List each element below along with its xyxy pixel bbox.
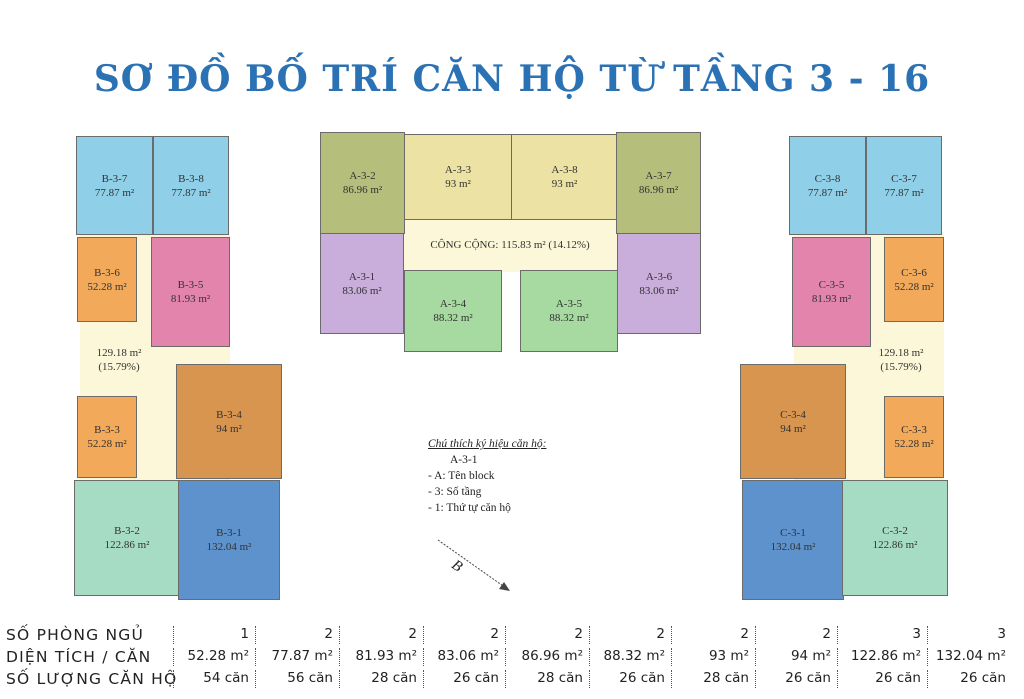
- legend-heading: Chú thích ký hiệu căn hộ:: [428, 438, 547, 450]
- table-cell: 3: [927, 626, 1012, 644]
- table-cell: 2: [339, 626, 423, 644]
- common-area-c-label: 129.18 m² (15.79%): [866, 346, 936, 374]
- common-area-c-size: 129.18 m²: [878, 347, 924, 359]
- table-cell: 28 căn: [339, 670, 423, 688]
- legend-item: - A: Tên block: [428, 470, 495, 482]
- table-cell: 122.86 m²: [837, 648, 927, 666]
- common-area-b-size: 129.18 m²: [96, 347, 142, 359]
- legend: Chú thích ký hiệu căn hộ: A-3-1 - A: Tên…: [428, 436, 546, 516]
- common-area-b-label: 129.18 m² (15.79%): [84, 346, 154, 374]
- arrow-head-icon: [499, 582, 510, 591]
- table-cell: 86.96 m²: [505, 648, 589, 666]
- table-cell: 26 căn: [423, 670, 505, 688]
- table-cell: 54 căn: [173, 670, 255, 688]
- common-area-a: [370, 218, 650, 272]
- compass-line: [437, 539, 507, 589]
- table-cell: 1: [173, 626, 255, 644]
- common-area-b-pct: (15.79%): [98, 361, 140, 373]
- table-cell: 77.87 m²: [255, 648, 339, 666]
- common-area-c-pct: (15.79%): [880, 361, 922, 373]
- table-cell: 26 căn: [589, 670, 671, 688]
- table-cell: 83.06 m²: [423, 648, 505, 666]
- row-label: DIỆN TÍCH / CĂN: [6, 648, 152, 666]
- table-row-area: DIỆN TÍCH / CĂN 52.28 m² 77.87 m² 81.93 …: [0, 646, 1024, 668]
- table-cell: 88.32 m²: [589, 648, 671, 666]
- table-row-bedrooms: SỐ PHÒNG NGỦ 1 2 2 2 2 2 2 2 3 3: [0, 624, 1024, 646]
- table-cell: 26 căn: [837, 670, 927, 688]
- table-cell: 56 căn: [255, 670, 339, 688]
- table-cell: 2: [255, 626, 339, 644]
- row-label: SỐ PHÒNG NGỦ: [6, 626, 145, 644]
- legend-item: - 3: Số tầng: [428, 486, 482, 498]
- compass-label: B: [448, 557, 465, 575]
- table-cell: 28 căn: [671, 670, 755, 688]
- table-cell: 94 m²: [755, 648, 837, 666]
- table-row-count: SỐ LƯỢNG CĂN HỘ 54 căn 56 căn 28 căn 26 …: [0, 668, 1024, 690]
- legend-item: - 1: Thứ tự căn hộ: [428, 502, 511, 514]
- row-label: SỐ LƯỢNG CĂN HỘ: [6, 670, 178, 688]
- table-cell: 26 căn: [927, 670, 1012, 688]
- table-cell: 2: [589, 626, 671, 644]
- table-cell: 132.04 m²: [927, 648, 1012, 666]
- table-cell: 81.93 m²: [339, 648, 423, 666]
- common-area-a-label: CÔNG CỘNG: 115.83 m² (14.12%): [430, 239, 590, 251]
- table-cell: 52.28 m²: [173, 648, 255, 666]
- table-cell: 93 m²: [671, 648, 755, 666]
- summary-table: SỐ PHÒNG NGỦ 1 2 2 2 2 2 2 2 3 3 DIỆN TÍ…: [0, 624, 1024, 690]
- table-cell: 2: [505, 626, 589, 644]
- table-cell: 3: [837, 626, 927, 644]
- table-cell: 2: [423, 626, 505, 644]
- table-cell: 2: [755, 626, 837, 644]
- plan-title: SƠ ĐỒ BỐ TRÍ CĂN HỘ TỪ TẦNG 3 - 16: [93, 58, 931, 100]
- table-cell: 28 căn: [505, 670, 589, 688]
- legend-code: A-3-1: [450, 454, 478, 466]
- table-cell: 2: [671, 626, 755, 644]
- table-cell: 26 căn: [755, 670, 837, 688]
